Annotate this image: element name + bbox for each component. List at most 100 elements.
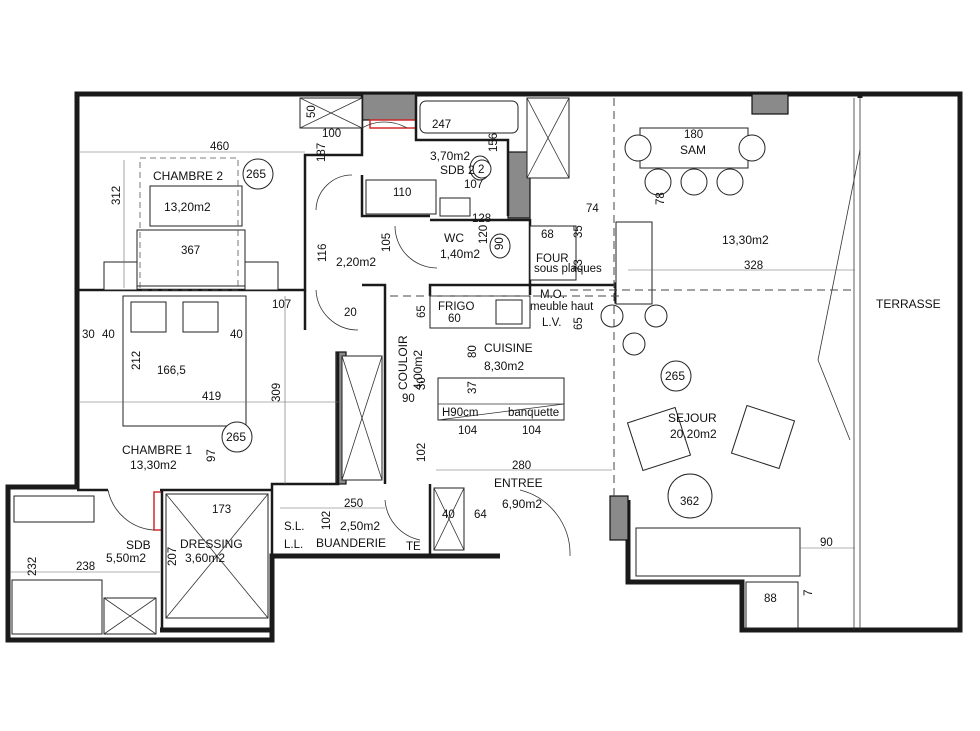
dim: 102	[416, 443, 428, 462]
room-name-cuisine: CUISINE	[484, 341, 533, 355]
ceiling-height-marker	[242, 158, 274, 190]
dim: 250	[344, 498, 363, 510]
dim: 50	[306, 105, 318, 118]
sofa	[635, 527, 801, 577]
dim: 238	[76, 561, 95, 573]
dim: 40	[442, 509, 455, 521]
toilet-wc	[489, 233, 511, 259]
dim: 74	[586, 203, 599, 215]
dim: 90	[820, 537, 833, 549]
dim: 460	[210, 141, 229, 153]
outer-wall-south	[269, 553, 500, 630]
dim: 207	[167, 547, 179, 566]
label-sous-plaques: sous plaques	[534, 263, 602, 275]
room-name-wc: WC	[444, 231, 464, 245]
dim: 64	[474, 509, 487, 521]
label-lv: L.V.	[542, 317, 561, 329]
terrace-sliding-door	[817, 149, 861, 441]
room-name-entree: ENTREE	[494, 476, 543, 490]
room-name-sdb: SDB	[126, 538, 151, 552]
chair	[738, 134, 766, 162]
dim: 78	[655, 192, 667, 205]
dim: 90	[494, 237, 506, 250]
wall-sdb2-south	[360, 175, 430, 218]
oven-unit	[529, 225, 577, 281]
ceiling-height-marker	[221, 421, 253, 453]
dim: 212	[131, 351, 143, 370]
dim: 88	[764, 593, 777, 605]
label-frigo: FRIGO	[438, 301, 474, 313]
dim: 107	[464, 179, 483, 191]
couloir-cross-2	[341, 355, 383, 481]
room-name-dressing: DRESSING	[180, 537, 243, 551]
entree-cross-2	[433, 487, 465, 551]
room-name-terrasse: TERRASSE	[876, 297, 941, 311]
dim: 280	[512, 460, 531, 472]
dim: 247	[432, 119, 451, 131]
dim: 166,5	[157, 365, 186, 377]
label-banquette: banquette	[508, 407, 559, 419]
dim: 20	[344, 307, 357, 319]
room-name-sejour: SEJOUR	[668, 411, 717, 425]
cabinet-cross-2	[526, 97, 570, 179]
chair	[624, 134, 652, 162]
dim: 65	[573, 317, 585, 330]
room-area-chambre2: 13,20m2	[164, 200, 211, 214]
bathtub	[419, 100, 519, 134]
bar-counter	[615, 221, 653, 305]
storage-cross-2	[103, 597, 157, 635]
dim: 104	[458, 425, 478, 437]
wall-sdb2	[414, 94, 510, 216]
door-arc-sdb	[107, 489, 155, 531]
dim: 7	[803, 590, 815, 596]
room-area-dressing: 3,60m2	[185, 551, 225, 565]
dim: 232	[27, 557, 39, 576]
stool	[600, 304, 624, 328]
room-height-sejour: 265	[665, 369, 685, 383]
ceiling-height-marker	[660, 360, 692, 392]
dim: 100	[322, 128, 341, 140]
room-area-chambre1: 13,30m2	[130, 458, 177, 472]
stool	[622, 332, 646, 356]
dressing-cross-2	[165, 493, 269, 619]
dim: 120	[478, 225, 490, 244]
door-arc-sdb2	[361, 121, 408, 129]
door-arc-deg	[315, 289, 359, 331]
room-outline-chambre2	[139, 157, 239, 291]
label-ll: L.L.	[284, 539, 303, 551]
room-name-buanderie: BUANDERIE	[316, 536, 386, 550]
dim: 309	[271, 383, 283, 402]
dim: 187	[316, 143, 328, 162]
wall-kitchen-top	[428, 283, 620, 296]
kitchen-island	[437, 377, 565, 421]
label-h90: H90cm	[442, 407, 478, 419]
dim: 40	[102, 329, 115, 341]
dim: 107	[272, 299, 291, 311]
dim: 104	[522, 425, 542, 437]
coffee-table	[667, 473, 713, 519]
room-height-chambre2: 265	[246, 167, 266, 181]
label-te: TE	[406, 541, 421, 553]
label-mo: M.O.	[540, 289, 565, 301]
nightstand-1	[103, 261, 138, 291]
door-arc-wc	[394, 225, 438, 269]
chair	[716, 168, 744, 196]
dim: 367	[181, 245, 200, 257]
wall-block-2	[751, 93, 789, 115]
room-area-cuisine: 8,30m2	[484, 359, 524, 373]
door-arc-entree	[519, 489, 571, 557]
dining-table	[639, 127, 749, 169]
island-cross	[437, 403, 565, 421]
room-area-sam: 13,30m2	[722, 233, 769, 247]
dim: 173	[212, 504, 231, 516]
room-area-sejour: 20,20m2	[670, 427, 717, 441]
chair	[644, 168, 672, 196]
shower	[11, 579, 103, 635]
dim: 328	[744, 260, 763, 272]
sdb2-number-marker	[472, 159, 492, 179]
bed-chambre2	[136, 229, 246, 287]
door-arc-buanderie	[384, 499, 421, 541]
label-table-362: 362	[680, 496, 699, 508]
dim: 73	[573, 259, 585, 272]
dim: 105	[381, 233, 393, 252]
